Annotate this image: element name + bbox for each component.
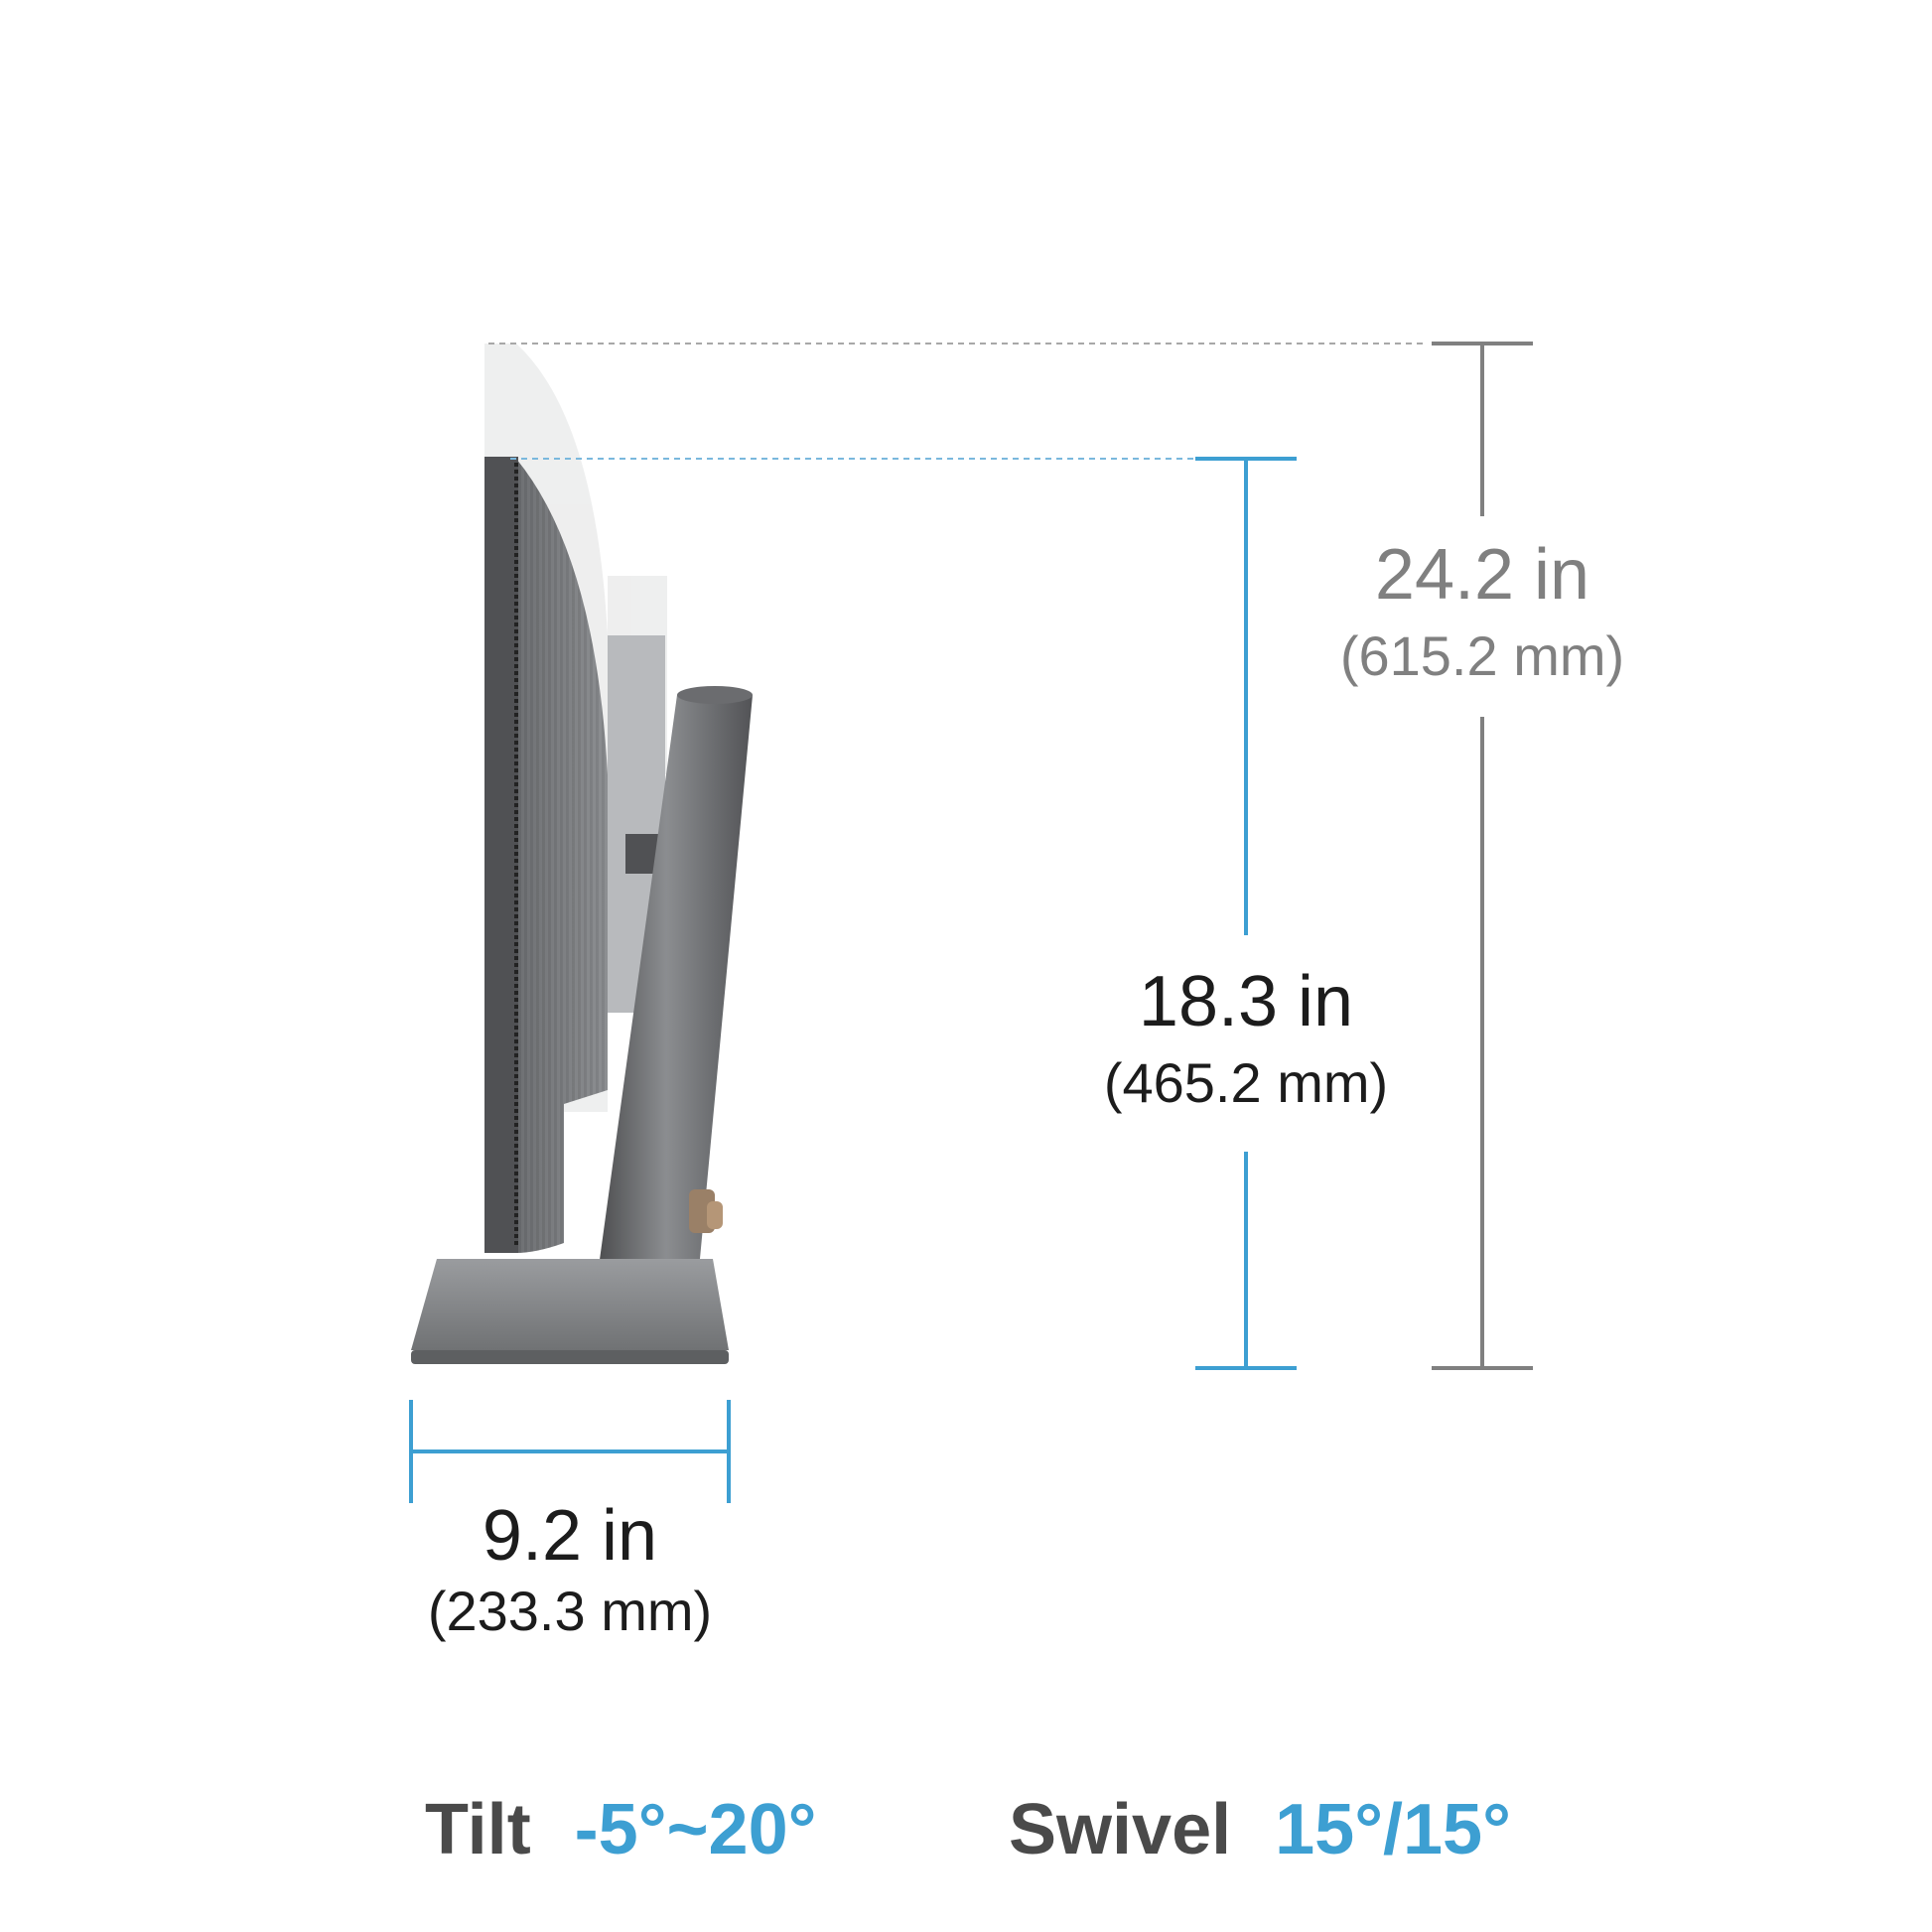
depth-metric-label: (233.3 mm) <box>427 1580 713 1642</box>
min-height-dimension-marker <box>1195 457 1297 1370</box>
max-height-metric-label: (615.2 mm) <box>1339 624 1625 687</box>
stand-pole <box>596 686 753 1300</box>
swivel-label: Swivel <box>1009 1790 1232 1869</box>
swivel-spec: Swivel 15°/15° <box>1009 1789 1511 1870</box>
depth-dimension-marker <box>409 1400 731 1503</box>
max-height-dimension-marker <box>1432 342 1533 1370</box>
monitor-panel <box>484 457 669 1253</box>
min-height-metric-label: (465.2 mm) <box>1103 1051 1389 1114</box>
max-height-imperial-label: 24.2 in <box>1374 535 1590 615</box>
swivel-value: 15°/15° <box>1275 1790 1511 1869</box>
tilt-value: -5°~20° <box>574 1790 817 1869</box>
depth-imperial-label: 9.2 in <box>482 1496 658 1576</box>
min-height-imperial-label: 18.3 in <box>1138 962 1354 1041</box>
tilt-spec: Tilt -5°~20° <box>425 1789 816 1870</box>
stand-base <box>411 1259 729 1364</box>
tilt-label: Tilt <box>425 1790 531 1869</box>
